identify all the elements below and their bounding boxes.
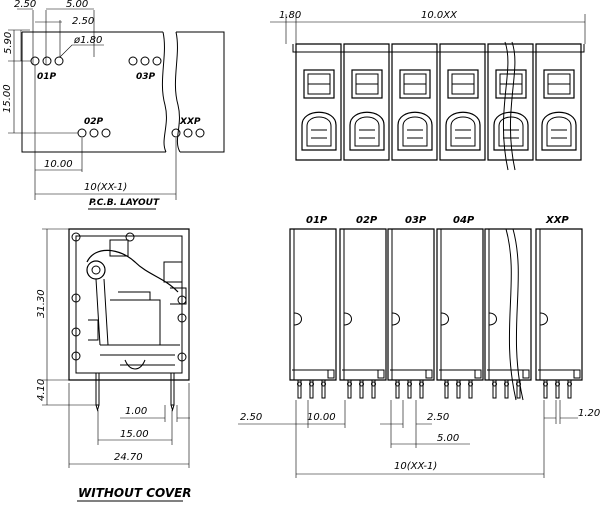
side-dim-pin-span: 15.00 — [120, 429, 149, 440]
top-view-module — [484, 43, 537, 161]
front-view-pin — [371, 379, 376, 399]
front-dim-pin-width: 1.20 — [578, 408, 600, 419]
pcb-hole-row-top — [30, 56, 162, 66]
top-view-module — [388, 43, 441, 161]
pcb-dim-top-pitch: 2.50 — [14, 0, 36, 10]
side-dim-pin-gap: 1.00 — [125, 406, 147, 417]
top-view-break-line — [502, 41, 516, 171]
front-pin-label: 04P — [453, 215, 475, 226]
pcb-dim-total: 10(XX-1) — [84, 182, 127, 193]
front-view-pin — [419, 379, 424, 399]
front-view-pin — [516, 379, 521, 399]
front-view-pin — [395, 379, 400, 399]
pcb-dim-hole: ø1.80 — [73, 35, 102, 46]
front-view-pin — [297, 379, 302, 399]
pcb-pin-label: 02P — [84, 117, 104, 127]
front-view-pin — [504, 379, 509, 399]
top-view-module — [532, 43, 585, 161]
front-pin-label: 02P — [356, 215, 378, 226]
front-view-pin — [492, 379, 497, 399]
front-view-module — [436, 228, 484, 399]
front-view-pin — [543, 379, 548, 399]
pcb-dim-left-offset: 5.90 — [3, 32, 14, 54]
pcb-board-outline — [21, 31, 225, 153]
side-pivot — [86, 260, 106, 280]
pcb-dim-row-spacing: 15.00 — [2, 84, 13, 113]
front-view-pin — [407, 379, 412, 399]
side-dim-width: 24.70 — [114, 452, 143, 463]
pcb-break-line — [174, 31, 181, 153]
pcb-break-line — [161, 31, 167, 153]
side-view-caption: WITHOUT COVER — [78, 486, 192, 500]
front-view-module — [535, 228, 583, 399]
front-view-pin — [347, 379, 352, 399]
side-housing-outline — [68, 228, 190, 381]
pcb-pin-label: 03P — [136, 72, 156, 82]
side-view: 31.30 4.10 1.00 15.00 24.70 WITHOUT COVE… — [36, 228, 192, 502]
front-dim-left-offset: 2.50 — [240, 412, 262, 423]
pcb-hole-row-bottom — [77, 128, 205, 138]
front-view-modules — [289, 228, 583, 399]
top-view-module — [436, 43, 489, 161]
front-dim-pitch: 10.00 — [307, 412, 336, 423]
front-view-pin — [468, 379, 473, 399]
side-dim-height: 31.30 — [36, 289, 47, 318]
front-view-pin — [359, 379, 364, 399]
pcb-layout-caption: P.C.B. LAYOUT — [89, 198, 160, 208]
front-view-pin — [444, 379, 449, 399]
front-view: 01P 02P 03P 04P XXP 2.50 10.00 2.50 5.00… — [238, 215, 600, 478]
top-view-module — [292, 43, 345, 161]
front-view-pin — [555, 379, 560, 399]
pcb-dim-top-span: 5.00 — [66, 0, 88, 10]
side-pins — [95, 372, 175, 412]
front-view-break-line — [505, 228, 524, 401]
front-view-pin — [567, 379, 572, 399]
front-pin-label: XXP — [545, 215, 569, 226]
top-view-modules — [292, 43, 585, 161]
top-view-module — [340, 43, 393, 161]
top-view: 1.80 10.0XX — [270, 10, 586, 171]
front-view-module — [484, 228, 532, 399]
front-view-pin — [309, 379, 314, 399]
front-dim-pin-pitch: 2.50 — [427, 412, 449, 423]
front-pin-label: 01P — [306, 215, 328, 226]
top-view-dim-total: 10.0XX — [421, 10, 458, 21]
front-view-module — [289, 228, 337, 399]
pcb-dim-second-pitch: 2.50 — [72, 16, 94, 27]
pcb-pin-label: 01P — [37, 72, 57, 82]
front-dim-total: 10(XX-1) — [394, 461, 437, 472]
front-view-pin — [321, 379, 326, 399]
pcb-pin-label: XXP — [179, 117, 201, 127]
side-dim-pin-length: 4.10 — [36, 379, 47, 401]
front-view-module — [387, 228, 435, 399]
pcb-dim-bottom-offset: 10.00 — [44, 159, 73, 170]
front-view-module — [339, 228, 387, 399]
top-view-dim-edge: 1.80 — [279, 10, 301, 21]
pcb-layout-view: 2.50 5.00 2.50 ø1.80 5.90 15.00 10.00 10… — [2, 0, 225, 210]
front-pin-label: 03P — [405, 215, 427, 226]
side-mounting-holes — [71, 232, 187, 362]
front-dim-pin-span: 5.00 — [437, 433, 459, 444]
front-view-pin — [456, 379, 461, 399]
